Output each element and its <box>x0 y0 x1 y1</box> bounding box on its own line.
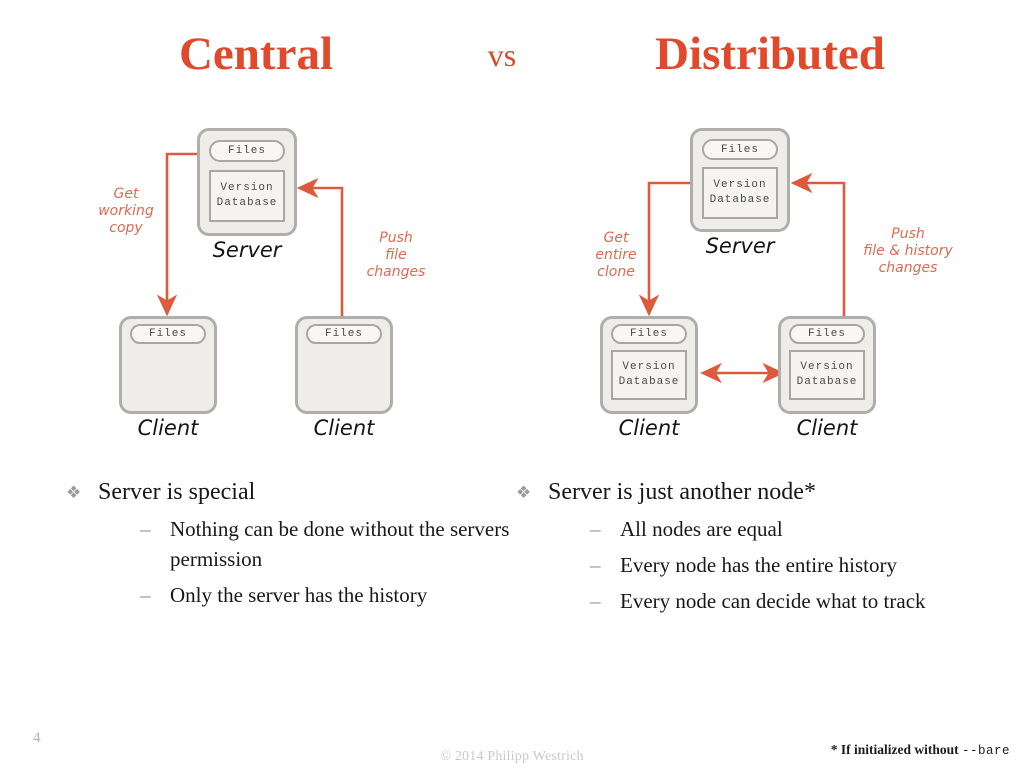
central-label-line-1: Get <box>113 186 139 202</box>
distributed-client-2-version-database: Version Database <box>789 350 865 400</box>
central-client-2-files-pill: Files <box>306 324 382 344</box>
dash-bullet-icon: – <box>590 553 601 577</box>
footnote: * If initialized without --bare <box>831 742 1010 758</box>
distributed-client-2-vdb-line1: Version <box>800 361 854 373</box>
central-server-caption: Server <box>212 238 282 262</box>
distributed-server-vdb-line1: Version <box>713 179 767 191</box>
bullet-list-distributed: ❖ Server is just another node* – All nod… <box>508 476 978 616</box>
diagram-central: Files Version Database Server Files Clie… <box>92 128 442 446</box>
bullet-sub-right-3-text: Every node can decide what to track <box>620 589 926 613</box>
distributed-client-2-files-label: Files <box>807 328 846 340</box>
distributed-client-2-vdb-line2: Database <box>796 376 858 388</box>
distributed-server-files-label: Files <box>720 143 759 156</box>
distributed-label-line-2: entire <box>595 247 637 263</box>
distributed-server-version-database: Version Database <box>702 167 778 219</box>
distributed-client-2-files-pill: Files <box>789 324 865 344</box>
diagram-distributed-arrows <box>638 172 846 384</box>
distributed-arrow-label-push-file-history-changes: Push file & history changes <box>850 226 966 277</box>
bullet-heading-right-text: Server is just another node* <box>548 479 816 505</box>
central-arrow-label-push-file-changes: Push file changes <box>348 230 444 281</box>
central-arrow-label-get-working-copy: Get working copy <box>84 186 168 237</box>
distributed-label2-line-3: changes <box>878 260 938 276</box>
central-label2-line-3: changes <box>366 264 426 280</box>
bullet-sub-left-1: – Nothing can be done without the server… <box>140 514 518 574</box>
bullet-sub-left-1-text: Nothing can be done without the servers … <box>170 517 510 571</box>
bullet-sub-right-2-text: Every node has the entire history <box>620 553 897 577</box>
central-label-line-2: working <box>98 203 154 219</box>
bullet-list-central: ❖ Server is special – Nothing can be don… <box>58 476 518 610</box>
diamond-bullet-icon: ❖ <box>66 483 82 502</box>
distributed-client-2-caption: Client <box>796 416 858 440</box>
slide-title: Central vs Distributed <box>0 26 1024 90</box>
distributed-label2-line-1: Push <box>891 226 925 242</box>
dash-bullet-icon: – <box>140 517 151 541</box>
diamond-bullet-icon: ❖ <box>516 483 532 502</box>
central-label2-line-1: Push <box>379 230 413 246</box>
dash-bullet-icon: – <box>590 589 601 613</box>
bullet-heading-left: ❖ Server is special <box>58 476 518 508</box>
distributed-client-1-vdb-line1: Version <box>622 361 676 373</box>
dash-bullet-icon: – <box>590 517 601 541</box>
central-client-1-files-pill: Files <box>130 324 206 344</box>
copyright-notice: © 2014 Philipp Westrich <box>440 749 584 764</box>
central-server-files-label: Files <box>227 145 266 157</box>
central-label2-line-2: file <box>385 247 407 263</box>
distributed-arrow-label-get-entire-clone: Get entire clone <box>578 230 654 281</box>
distributed-label-line-3: clone <box>597 264 635 280</box>
distributed-server-caption: Server <box>705 234 775 258</box>
diagram-distributed: Files Version Database Server Files Vers… <box>586 128 966 446</box>
distributed-client-1-caption: Client <box>618 416 680 440</box>
central-client-2-caption: Client <box>313 416 375 440</box>
title-central: Central <box>178 28 333 80</box>
central-client-1-files-label: Files <box>148 328 187 340</box>
central-server-vdb-line1: Version <box>220 182 274 194</box>
title-distributed: Distributed <box>655 28 885 80</box>
distributed-client-1-files-label: Files <box>629 328 668 340</box>
footnote-text: * If initialized without <box>830 742 962 757</box>
distributed-label2-line-2: file & history <box>863 243 953 259</box>
bullet-sub-right-1: – All nodes are equal <box>590 514 978 544</box>
distributed-server-vdb-line2: Database <box>709 194 771 206</box>
central-label-line-3: copy <box>109 220 143 236</box>
bullet-sub-left-2: – Only the server has the history <box>140 580 518 610</box>
bullet-heading-right: ❖ Server is just another node* <box>508 476 978 508</box>
central-server-version-database: Version Database <box>209 170 285 222</box>
bullet-heading-left-text: Server is special <box>98 479 256 505</box>
distributed-client-1-vdb-line2: Database <box>618 376 680 388</box>
page-number: 4 <box>33 730 41 746</box>
central-client-1-caption: Client <box>137 416 199 440</box>
central-server-vdb-line2: Database <box>216 197 278 209</box>
distributed-client-1-files-pill: Files <box>611 324 687 344</box>
central-client-2-files-label: Files <box>324 328 363 340</box>
title-separator-vs: vs <box>487 37 517 73</box>
distributed-client-1-version-database: Version Database <box>611 350 687 400</box>
bullet-sub-left-2-text: Only the server has the history <box>170 583 428 607</box>
distributed-server-files-pill: Files <box>702 139 778 160</box>
bullet-sub-right-3: – Every node can decide what to track <box>590 586 978 616</box>
central-server-files-pill: Files <box>209 140 285 162</box>
footnote-code: --bare <box>961 744 1010 758</box>
distributed-label-line-1: Get <box>603 230 629 246</box>
bullet-sub-right-2: – Every node has the entire history <box>590 550 978 580</box>
dash-bullet-icon: – <box>140 583 151 607</box>
bullet-sub-right-1-text: All nodes are equal <box>620 517 783 541</box>
